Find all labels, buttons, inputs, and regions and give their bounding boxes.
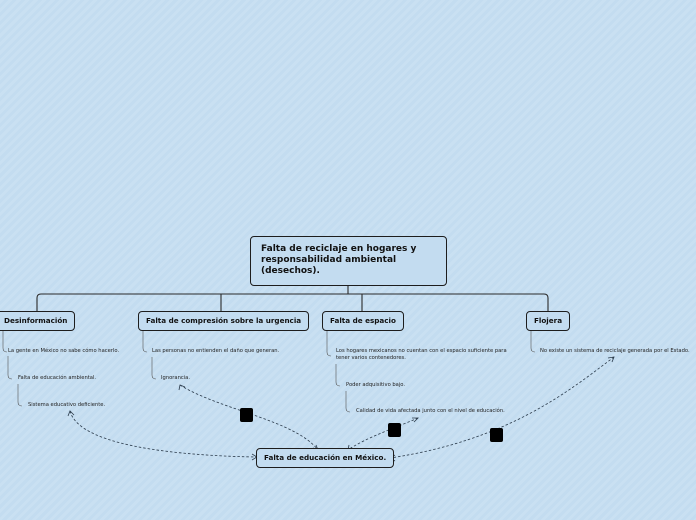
relationship-line-3 <box>347 417 419 451</box>
sub-connector <box>17 384 23 407</box>
sub-connector <box>345 391 351 413</box>
sub-connector <box>530 331 536 353</box>
sub-connector <box>7 356 13 380</box>
floating-topic[interactable]: Falta de educación en México. <box>256 448 395 468</box>
arrowhead <box>67 410 75 417</box>
connector-bus <box>36 293 549 312</box>
subtopic-item[interactable]: Ignorancia. <box>161 375 191 381</box>
subtopic-item[interactable]: Poder adquisitivo bajo. <box>346 382 406 388</box>
sub-connector <box>2 331 8 353</box>
arrowhead <box>412 417 419 423</box>
subtopic-item[interactable]: No existe un sistema de reciclaje genera… <box>540 348 690 354</box>
subtopic-item[interactable]: Calidad de vida afectada junto con el ni… <box>356 408 505 414</box>
topic-label: Flojera <box>534 316 563 325</box>
topic-falta-compresion[interactable]: Falta de compresión sobre la urgencia <box>138 311 310 331</box>
central-topic-label: Falta de reciclaje en hogares y responsa… <box>261 244 417 276</box>
relationship-line-4 <box>389 356 615 459</box>
topic-label: Falta de compresión sobre la urgencia <box>146 316 302 325</box>
relationship-line-1 <box>69 410 257 458</box>
relationship-badge-3[interactable] <box>490 428 503 442</box>
topic-label: Falta de espacio <box>330 316 396 325</box>
topic-label: Desinformación <box>4 316 68 325</box>
topic-falta-espacio[interactable]: Falta de espacio <box>322 311 404 331</box>
relationship-line-2 <box>179 384 319 451</box>
topic-desinformacion[interactable]: Desinformación <box>0 311 76 331</box>
arrowhead <box>607 356 615 363</box>
subtopic-item[interactable]: Sistema educativo deficiente. <box>28 402 106 408</box>
subtopic-item[interactable]: La gente en México no sabe cómo hacerlo. <box>8 348 120 354</box>
topic-flojera[interactable]: Flojera <box>526 311 571 331</box>
floating-topic-label: Falta de educación en México. <box>264 453 387 462</box>
arrowhead <box>178 384 186 391</box>
subtopic-item[interactable]: Las personas no entienden el daño que ge… <box>152 348 280 354</box>
subtopic-item[interactable]: Falta de educación ambiental. <box>18 375 97 381</box>
sub-connector <box>335 364 341 387</box>
sub-connector <box>151 357 157 380</box>
relationship-badge-1[interactable] <box>240 408 253 422</box>
sub-connector <box>326 331 332 357</box>
relationship-badge-2[interactable] <box>388 423 401 437</box>
sub-connector <box>142 331 148 353</box>
central-topic[interactable]: Falta de reciclaje en hogares y responsa… <box>250 236 447 286</box>
subtopic-item[interactable]: Los hogares mexicanos no cuentan con el … <box>336 348 507 361</box>
